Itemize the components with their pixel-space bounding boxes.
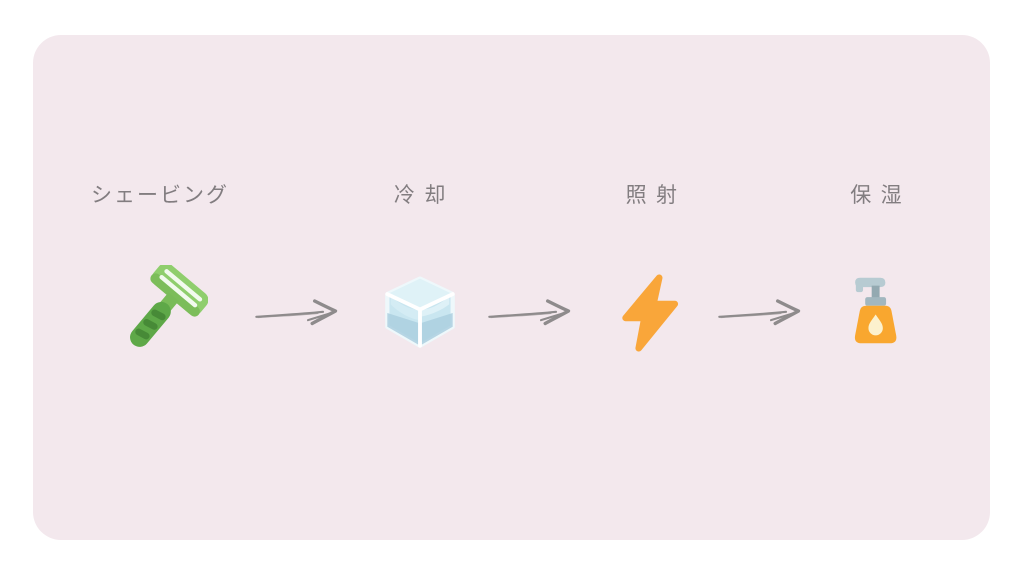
step-moisturizing: 保湿 <box>840 183 912 361</box>
step-label: 保湿 <box>850 184 912 207</box>
arrow-icon <box>486 291 586 331</box>
lotion-bottle-icon <box>840 265 912 361</box>
step-irradiation: 照射 <box>610 183 692 361</box>
step-cooling: 冷却 <box>377 183 463 361</box>
step-label: シェービング <box>91 184 229 207</box>
process-card: シェービング <box>33 35 990 540</box>
process-flow: シェービング <box>33 35 990 361</box>
step-label: 照射 <box>625 184 687 207</box>
step-shaving: シェービング <box>91 183 229 361</box>
razor-icon <box>112 265 208 361</box>
arrow-icon <box>716 291 816 331</box>
ice-cube-icon <box>377 265 463 361</box>
lightning-bolt-icon <box>610 265 692 361</box>
arrow-icon <box>253 291 353 331</box>
step-label: 冷却 <box>393 184 455 207</box>
